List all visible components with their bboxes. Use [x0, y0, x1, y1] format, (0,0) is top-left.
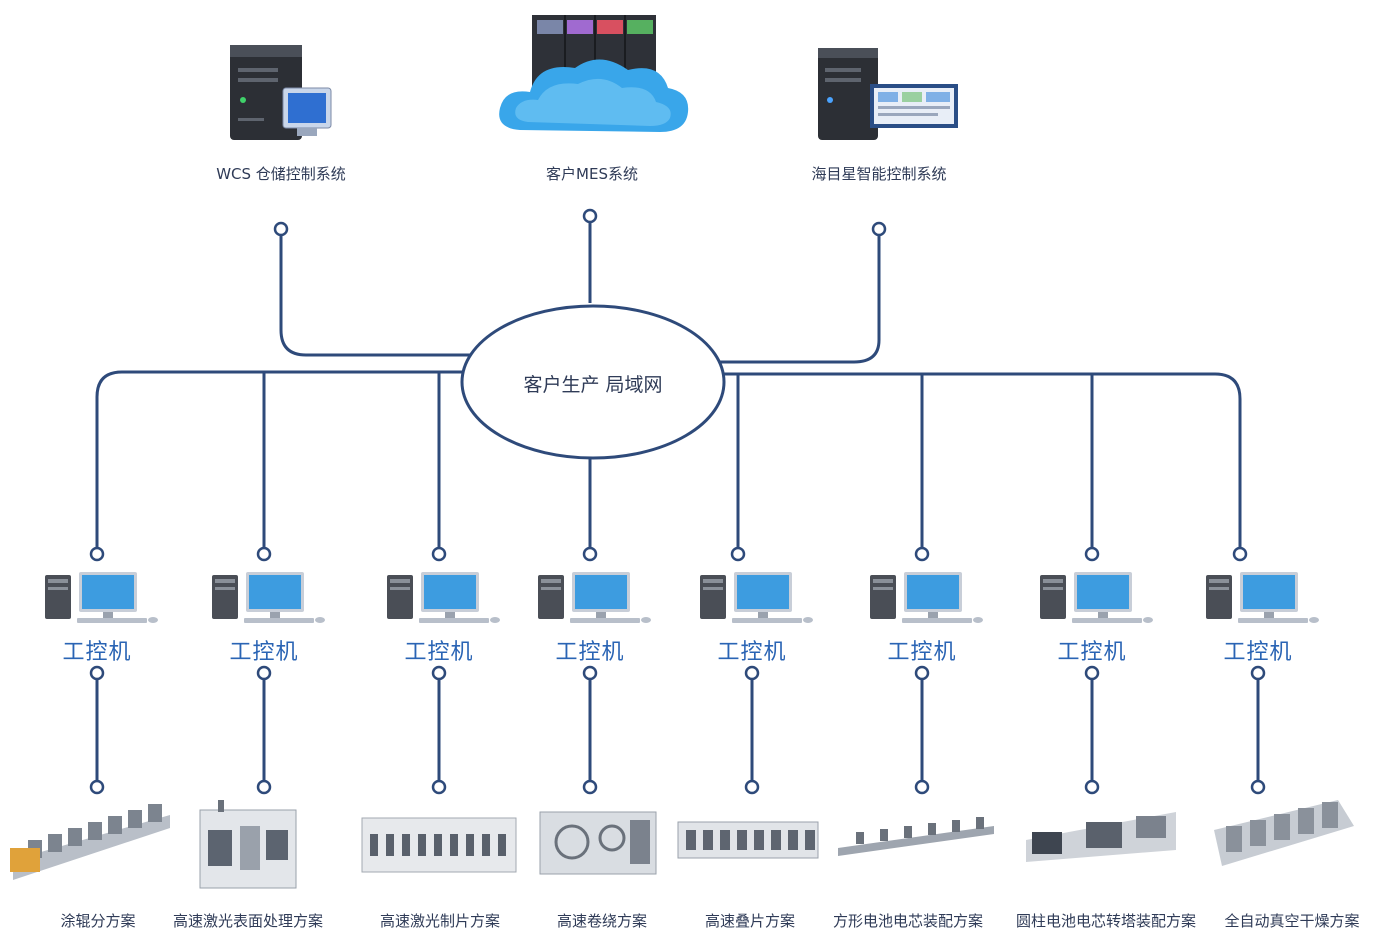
industrial-pc-icon	[1040, 572, 1153, 623]
station-5	[677, 546, 819, 859]
ipc-top-node	[89, 546, 105, 562]
roll-coating-machine-icon	[10, 804, 170, 880]
ipc-top-node	[256, 546, 272, 562]
ipc-label: 工控机	[1223, 640, 1293, 665]
ipc-label: 工控机	[887, 640, 957, 665]
machine-node	[582, 779, 598, 795]
machine-node	[89, 779, 105, 795]
ipc-bottom-node	[89, 665, 105, 681]
industrial-pc-icon	[212, 572, 325, 623]
ipc-bottom-node	[914, 665, 930, 681]
ipc-top-node	[431, 546, 447, 562]
top-connections	[279, 223, 881, 364]
station-1	[10, 546, 170, 880]
machine-node	[1250, 779, 1266, 795]
laser-cutting-line-icon	[361, 817, 517, 873]
ipc-bottom-node	[744, 665, 760, 681]
turret-assembly-icon	[1026, 812, 1176, 862]
ipc-bottom-node	[582, 665, 598, 681]
ipc-top-node	[1232, 546, 1248, 562]
machine-node	[256, 779, 272, 795]
industrial-pc-icon	[387, 572, 500, 623]
machine-node	[914, 779, 930, 795]
laser-cabinet-machine-icon	[199, 800, 297, 889]
hub-label: 客户生产 局域网	[523, 374, 663, 396]
ipc-top-node	[730, 546, 746, 562]
stations-layer	[10, 546, 1354, 889]
bus-lines	[95, 370, 1242, 547]
wcs-system-label: WCS 仓储控制系统	[216, 165, 346, 183]
solution-label: 方形电池电芯装配方案	[832, 912, 984, 930]
ipc-label: 工控机	[1057, 640, 1127, 665]
machine-node	[1084, 779, 1100, 795]
station-8	[1206, 546, 1354, 866]
machine-node	[431, 779, 447, 795]
ipc-top-node	[1084, 546, 1100, 562]
station-4	[538, 546, 657, 875]
solution-label: 圆柱电池电芯转塔装配方案	[1015, 912, 1197, 930]
lan-hub	[460, 304, 726, 460]
wcs-server-icon	[230, 45, 332, 140]
ipc-label: 工控机	[62, 640, 132, 665]
ipc-bottom-node	[1250, 665, 1266, 681]
industrial-pc-icon	[538, 572, 651, 623]
station-6	[838, 546, 994, 856]
ipc-top-node	[914, 546, 930, 562]
solution-label: 高速激光制片方案	[379, 912, 501, 930]
solution-label: 高速激光表面处理方案	[172, 912, 324, 930]
ipc-bottom-node	[1084, 665, 1100, 681]
control-system-server-icon	[818, 48, 958, 140]
control-system-label: 海目星智能控制系统	[811, 165, 947, 183]
ipc-label: 工控机	[229, 640, 299, 665]
industrial-pc-icon	[870, 572, 983, 623]
industrial-pc-icon	[1206, 572, 1319, 623]
station-3	[361, 546, 517, 873]
ipc-top-node	[582, 546, 598, 562]
ipc-label: 工控机	[555, 640, 625, 665]
solution-label: 高速卷绕方案	[556, 912, 648, 930]
solution-label: 全自动真空干燥方案	[1224, 912, 1360, 930]
stacking-machine-icon	[677, 821, 819, 859]
vacuum-drying-icon	[1214, 800, 1354, 866]
assembly-line-icon	[838, 817, 994, 856]
ipc-label: 工控机	[404, 640, 474, 665]
mes-system-label: 客户MES系统	[546, 165, 638, 183]
industrial-pc-icon	[700, 572, 813, 623]
ipc-bottom-node	[256, 665, 272, 681]
winding-machine-icon	[539, 811, 657, 875]
ipc-label: 工控机	[717, 640, 787, 665]
industrial-pc-icon	[45, 572, 158, 623]
station-7	[1026, 546, 1176, 862]
solution-label: 高速叠片方案	[704, 912, 796, 930]
solution-label: 涂辊分方案	[60, 912, 136, 930]
top-connector-nodes	[273, 208, 887, 237]
station-2	[199, 546, 325, 889]
ipc-bottom-node	[431, 665, 447, 681]
mes-cloud-icon	[499, 15, 689, 132]
machine-node	[744, 779, 760, 795]
